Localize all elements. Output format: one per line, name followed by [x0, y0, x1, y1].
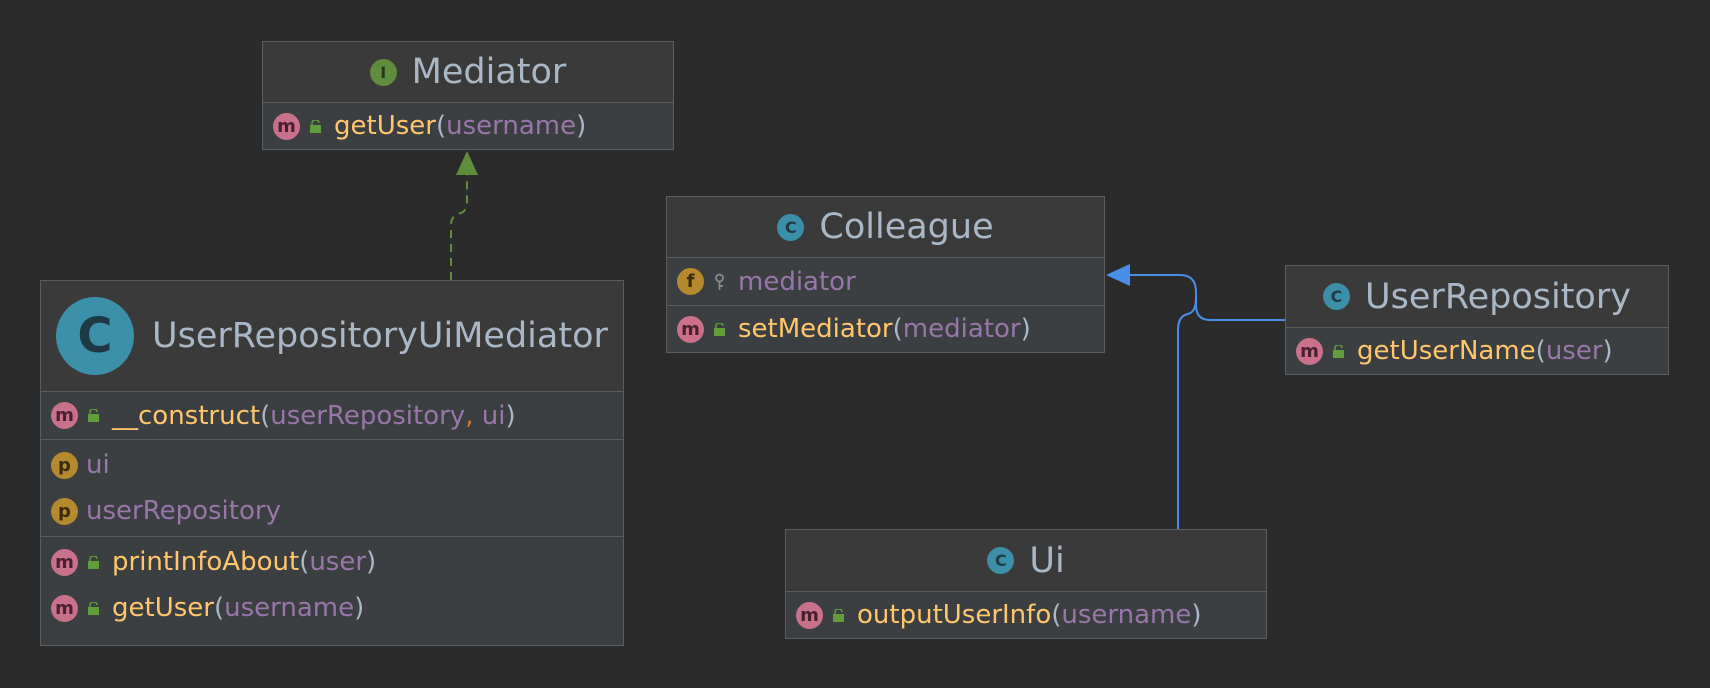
- method-icon: m: [273, 112, 300, 140]
- method-name: setMediator: [738, 314, 893, 344]
- param-separator: ,: [465, 400, 482, 431]
- open-paren: (: [299, 547, 310, 577]
- method-param: userRepository: [270, 400, 466, 431]
- class-name: Colleague: [819, 207, 994, 247]
- method-row[interactable]: m getUser(username): [41, 585, 623, 631]
- methods-section: m getUser(username): [263, 103, 673, 149]
- field-row[interactable]: f mediator: [667, 258, 1104, 305]
- property-icon: p: [51, 497, 78, 525]
- class-header: I Mediator: [263, 42, 673, 103]
- class-icon: C: [56, 297, 134, 375]
- method-name: outputUserInfo: [857, 600, 1052, 630]
- method-name: getUser: [334, 111, 436, 141]
- fields-section: f mediator: [667, 258, 1104, 306]
- class-box-user-repository-ui-mediator[interactable]: C UserRepositoryUiMediator m __construct…: [40, 280, 624, 646]
- method-row[interactable]: m getUserName(user): [1286, 328, 1668, 374]
- field-name: mediator: [738, 266, 856, 297]
- implements-line: [450, 175, 468, 280]
- public-visibility-icon: [88, 409, 99, 422]
- method-icon: m: [51, 594, 78, 622]
- method-param: ui: [481, 400, 506, 431]
- class-name: Ui: [1029, 540, 1065, 581]
- close-paren: ): [1602, 336, 1613, 366]
- public-visibility-icon: [833, 608, 844, 622]
- close-paren: ): [354, 593, 365, 623]
- class-box-ui[interactable]: C Ui m outputUserInfo(username): [785, 529, 1267, 639]
- interface-icon: I: [369, 58, 397, 86]
- method-icon: m: [51, 548, 78, 576]
- method-icon: m: [1296, 337, 1323, 365]
- open-paren: (: [213, 593, 225, 623]
- method-param: user: [309, 547, 367, 577]
- constructor-section: m __construct(userRepository, ui): [41, 392, 623, 440]
- class-name: Mediator: [411, 52, 567, 92]
- class-box-mediator[interactable]: I Mediator m getUser(username): [262, 41, 674, 150]
- methods-section: m getUserName(user): [1286, 328, 1668, 374]
- open-paren: (: [1051, 600, 1062, 630]
- method-name: printInfoAbout: [112, 547, 300, 577]
- public-visibility-icon: [714, 322, 725, 336]
- method-row[interactable]: m getUser(username): [263, 103, 673, 149]
- property-icon: p: [51, 451, 78, 479]
- class-header: C Ui: [786, 530, 1266, 592]
- method-row[interactable]: m setMediator(mediator): [667, 306, 1104, 352]
- method-param: username: [224, 593, 355, 623]
- class-name: UserRepositoryUiMediator: [152, 316, 608, 356]
- class-name: UserRepository: [1365, 276, 1631, 317]
- property-name: ui: [86, 450, 110, 480]
- methods-section: m outputUserInfo(username): [786, 592, 1266, 638]
- open-paren: (: [1535, 336, 1546, 366]
- close-paren: ): [366, 547, 377, 577]
- extends-arrowhead-icon: [1106, 264, 1130, 286]
- open-paren: (: [892, 314, 903, 344]
- public-visibility-icon: [88, 555, 99, 569]
- property-row[interactable]: p userRepository: [41, 488, 623, 534]
- public-visibility-icon: [1333, 344, 1344, 358]
- method-name: getUser: [112, 593, 214, 623]
- property-row[interactable]: p ui: [41, 442, 623, 488]
- public-visibility-icon: [310, 119, 321, 133]
- close-paren: ): [505, 400, 516, 431]
- abstract-class-icon: C: [777, 213, 805, 241]
- method-name: getUserName: [1357, 336, 1536, 366]
- class-header: C UserRepositoryUiMediator: [41, 281, 623, 392]
- extends-line-user-repository: [1130, 274, 1285, 321]
- implements-arrowhead-icon: [456, 151, 478, 175]
- close-paren: ): [576, 111, 587, 141]
- class-header: C Colleague: [667, 197, 1104, 258]
- methods-section: m setMediator(mediator): [667, 306, 1104, 352]
- field-icon: f: [677, 268, 704, 295]
- method-icon: m: [51, 402, 78, 429]
- class-icon: C: [987, 547, 1015, 574]
- property-name: userRepository: [86, 496, 281, 526]
- method-icon: m: [677, 315, 704, 343]
- class-icon: C: [1323, 283, 1351, 310]
- method-row[interactable]: m outputUserInfo(username): [786, 592, 1266, 638]
- public-visibility-icon: [88, 601, 99, 615]
- class-box-colleague[interactable]: C Colleague f mediator m setMediator(med…: [666, 196, 1105, 353]
- open-paren: (: [435, 111, 447, 141]
- method-param: user: [1545, 336, 1603, 366]
- method-name: __construct: [112, 400, 261, 431]
- extends-line-ui: [1177, 297, 1197, 529]
- close-paren: ): [1191, 600, 1202, 630]
- properties-section: p ui p userRepository: [41, 440, 623, 537]
- method-param: mediator: [902, 314, 1021, 344]
- open-paren: (: [260, 400, 271, 431]
- method-row[interactable]: m printInfoAbout(user): [41, 539, 623, 585]
- class-box-user-repository[interactable]: C UserRepository m getUserName(user): [1285, 265, 1669, 375]
- class-header: C UserRepository: [1286, 266, 1668, 328]
- protected-visibility-icon: [715, 273, 724, 290]
- method-icon: m: [796, 601, 823, 629]
- method-param: username: [446, 111, 577, 141]
- close-paren: ): [1020, 314, 1031, 344]
- method-param: username: [1061, 600, 1192, 630]
- methods-section: m printInfoAbout(user) m getUser(usernam…: [41, 537, 623, 631]
- constructor-row[interactable]: m __construct(userRepository, ui): [41, 392, 623, 439]
